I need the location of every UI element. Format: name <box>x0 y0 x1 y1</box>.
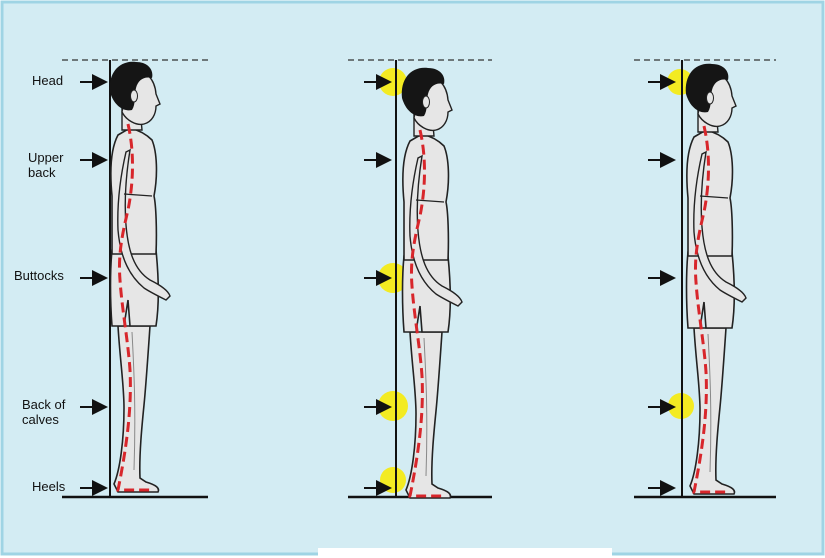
label-back-of-calves: Back of calves <box>22 397 65 427</box>
label-upper-back: Upper back <box>28 150 63 180</box>
contact-highlight-heels <box>380 467 406 493</box>
label-buttocks: Buttocks <box>14 268 64 283</box>
bottom-strip <box>318 548 612 558</box>
label-head: Head <box>32 73 63 88</box>
label-heels: Heels <box>32 479 65 494</box>
